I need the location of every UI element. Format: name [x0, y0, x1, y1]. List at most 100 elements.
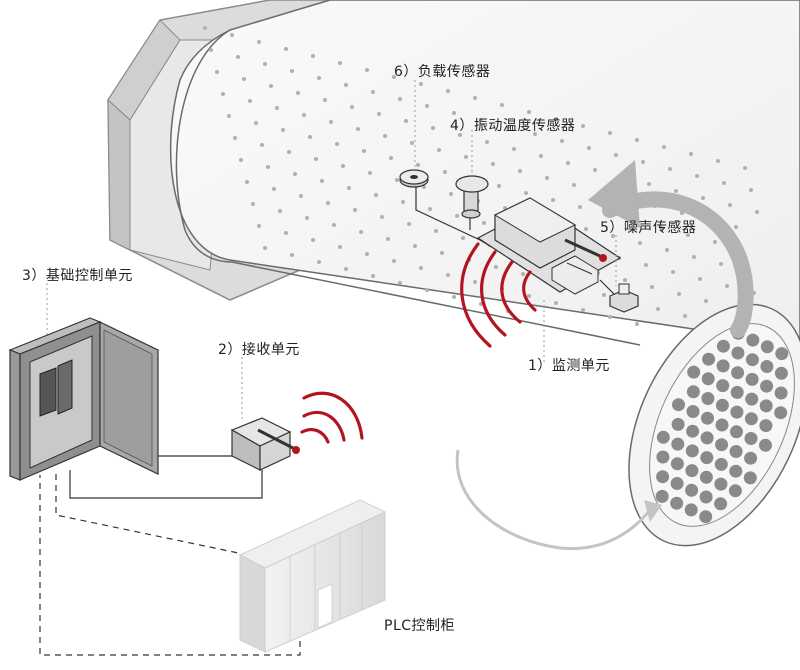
cylinder-dot [248, 99, 252, 103]
outlet-hole [699, 510, 713, 524]
cylinder-dot [566, 161, 570, 165]
cylinder-dot [713, 240, 717, 244]
outlet-hole [699, 470, 713, 484]
wireless-signal-icon [300, 391, 364, 444]
cylinder-dot [272, 187, 276, 191]
outlet-hole [729, 445, 743, 458]
cylinder-dot [722, 181, 726, 185]
cylinder-dot [296, 91, 300, 95]
cylinder-dot [473, 96, 477, 100]
outlet-hole [686, 385, 700, 399]
curved-arrow-icon [455, 160, 754, 551]
cylinder-dot [392, 259, 396, 263]
cylinder-dot [659, 226, 663, 230]
plc-cabinet-label: PLC控制柜 [384, 618, 456, 634]
noise-sensor-icon [609, 283, 639, 313]
cylinder-dot [311, 54, 315, 58]
cylinder-dot [380, 215, 384, 219]
cylinder-dot [635, 322, 639, 326]
cylinder-dot [551, 198, 555, 202]
cylinder-dot [395, 178, 399, 182]
cylinder-dot [356, 127, 360, 131]
cylinder-dot [350, 105, 354, 109]
cylinder-dot [479, 118, 483, 122]
cylinder-dot [695, 174, 699, 178]
cylinder-dot [500, 103, 504, 107]
cylinder-dot [344, 267, 348, 271]
cylinder-dot [689, 152, 693, 156]
outlet-hole [759, 438, 772, 452]
cylinder-dot [494, 265, 498, 269]
outlet-hole [744, 432, 758, 445]
cylinder-dot [743, 166, 747, 170]
outlet-hole [774, 366, 788, 380]
cylinder-dot [317, 76, 321, 80]
outlet-hole [700, 431, 714, 445]
outlet-hole [714, 497, 728, 511]
cylinder-dot [683, 314, 687, 318]
monitoring-unit [415, 180, 625, 301]
cylinder-dot [440, 251, 444, 255]
outlet-hole [715, 438, 729, 452]
cylinder-dot [455, 214, 459, 218]
outlet-hole [715, 398, 729, 412]
cylinder-dot [512, 147, 516, 151]
cylinder-dot [260, 143, 264, 147]
cylinder-dot [728, 203, 732, 207]
outlet-hole [759, 399, 773, 413]
outlet-hole [656, 470, 670, 484]
mill-cylinder [169, 0, 800, 391]
cylinder-dot [230, 33, 234, 37]
cylinder-dot [266, 165, 270, 169]
outlet-hole [730, 425, 743, 439]
cylinder-dot [287, 150, 291, 154]
cylinder-dot [692, 255, 696, 259]
cylinder-dot [362, 149, 366, 153]
receiving-unit [230, 417, 300, 471]
outlet-hole [730, 385, 744, 399]
cylinder-dot [611, 234, 615, 238]
outlet-hole [687, 365, 701, 379]
cylinder-dot [554, 301, 558, 305]
cylinder-dot [662, 145, 666, 149]
outlet-hole [672, 398, 685, 412]
cylinder-dot [521, 272, 525, 276]
outlet-hole [745, 353, 759, 367]
outlet-hole [684, 503, 698, 517]
cylinder-dot [239, 158, 243, 162]
cylinder-dot [338, 61, 342, 65]
cylinder-dot [674, 189, 678, 193]
outlet-hole [760, 379, 774, 393]
cylinder-dot [578, 205, 582, 209]
outlet-hole [728, 484, 742, 498]
cylinder-dot [209, 48, 213, 52]
cylinder-dot [602, 293, 606, 297]
cylinder-dot [392, 75, 396, 79]
cylinder-dot [305, 216, 309, 220]
cylinder-dot [404, 119, 408, 123]
cylinder-dot [401, 200, 405, 204]
outlet-hole [760, 360, 774, 373]
cylinder-dot [203, 26, 207, 30]
cylinder-dot [701, 196, 705, 200]
cylinder-dot [371, 274, 375, 278]
cylinder-dot [275, 106, 279, 110]
cylinder-dot [419, 82, 423, 86]
outlet-hole [671, 417, 685, 431]
cylinder-dot [719, 262, 723, 266]
outlet-hole [671, 437, 685, 451]
cylinder-dot [461, 236, 465, 240]
outlet-hole [670, 496, 684, 510]
outlet-hole [743, 471, 757, 485]
cylinder-dot [581, 308, 585, 312]
cylinder-dot [407, 222, 411, 226]
cylinder-dot [614, 153, 618, 157]
cylinder-dot [506, 125, 510, 129]
cylinder-dot [452, 295, 456, 299]
cylinder-dot [386, 237, 390, 241]
cylinder-dot [671, 270, 675, 274]
cylinder-dot [677, 292, 681, 296]
outlet-hole [731, 366, 745, 380]
cylinder-dot [320, 179, 324, 183]
